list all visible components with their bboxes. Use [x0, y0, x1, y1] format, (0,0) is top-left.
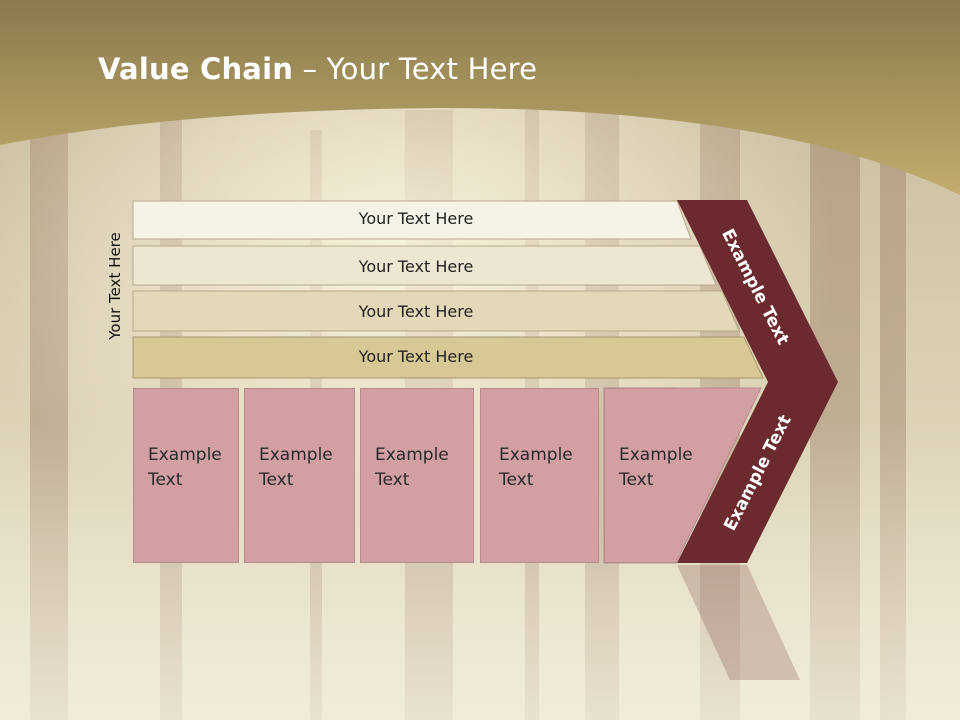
chevron-lower: [677, 382, 838, 563]
bar-1: [132, 200, 692, 240]
slide-title: Value Chain – Your Text Here: [98, 52, 537, 86]
box-reflection-2: [244, 565, 355, 685]
box-reflection-1: [133, 565, 239, 685]
bar-3-label: Your Text Here: [358, 302, 474, 321]
box-2-line1: Example: [259, 445, 333, 465]
chevron-upper: [677, 200, 838, 382]
box-reflection-4: [480, 565, 599, 685]
box-1-line2: Text: [148, 470, 183, 490]
box-5-line1: Example: [619, 445, 693, 465]
box-5-line2: Text: [619, 470, 654, 490]
bar-4-label: Your Text Here: [358, 347, 474, 366]
box-reflection-5: [604, 565, 677, 685]
bar-1-label: Your Text Here: [358, 209, 474, 228]
bar-2-label: Your Text Here: [358, 257, 474, 276]
title-rest: – Your Text Here: [293, 52, 538, 86]
box-4-line2: Text: [499, 470, 534, 490]
bar-4: [132, 336, 764, 379]
bar-3: [132, 290, 740, 332]
chevron-reflection: [677, 565, 800, 680]
box-3-line2: Text: [375, 470, 410, 490]
title-bold: Value Chain: [98, 52, 294, 86]
box-1-line1: Example: [148, 445, 222, 465]
box-3-line1: Example: [375, 445, 449, 465]
box-2-line2: Text: [259, 470, 294, 490]
bar-2: [132, 245, 717, 286]
box-4-line1: Example: [499, 445, 573, 465]
box-reflection-3: [360, 565, 474, 685]
